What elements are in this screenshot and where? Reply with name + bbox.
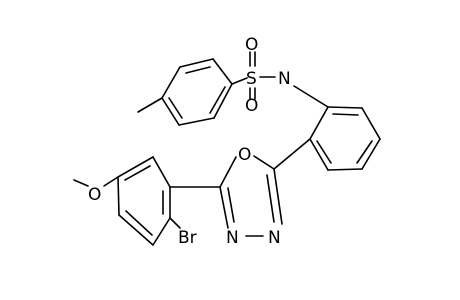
bromine-label: Br	[178, 228, 197, 248]
oxadiazole-oxygen-label: O	[238, 145, 251, 165]
phenylene-ring	[309, 106, 381, 171]
methoxy-oxygen-label: O	[88, 185, 101, 205]
methyl-bond	[137, 97, 163, 113]
bromomethoxyphenyl-ring	[117, 156, 171, 246]
sulfur-label: S	[246, 69, 257, 89]
methoxy-oxygen-bond	[103, 176, 119, 187]
sulfonyl-oxygen-top-label: O	[245, 35, 258, 55]
oxadiazole-ring	[219, 155, 283, 237]
bromine-bond	[169, 217, 181, 229]
ring-oxadiazole-bond	[273, 138, 311, 170]
ring-sulfur-bond	[231, 77, 248, 85]
nitrogen-h-label: N	[278, 69, 291, 89]
tolyl-ring	[161, 58, 233, 126]
nitrogen-ring-bond	[293, 85, 329, 108]
oxadiazole-nitrogen-right-label: N	[268, 228, 281, 248]
methoxy-methyl-bond	[73, 179, 89, 187]
sulfonyl-group	[249, 51, 276, 100]
sulfonyl-oxygen-bottom-label: O	[245, 96, 258, 116]
oxadiazole-nitrogen-left-label: N	[226, 228, 239, 248]
